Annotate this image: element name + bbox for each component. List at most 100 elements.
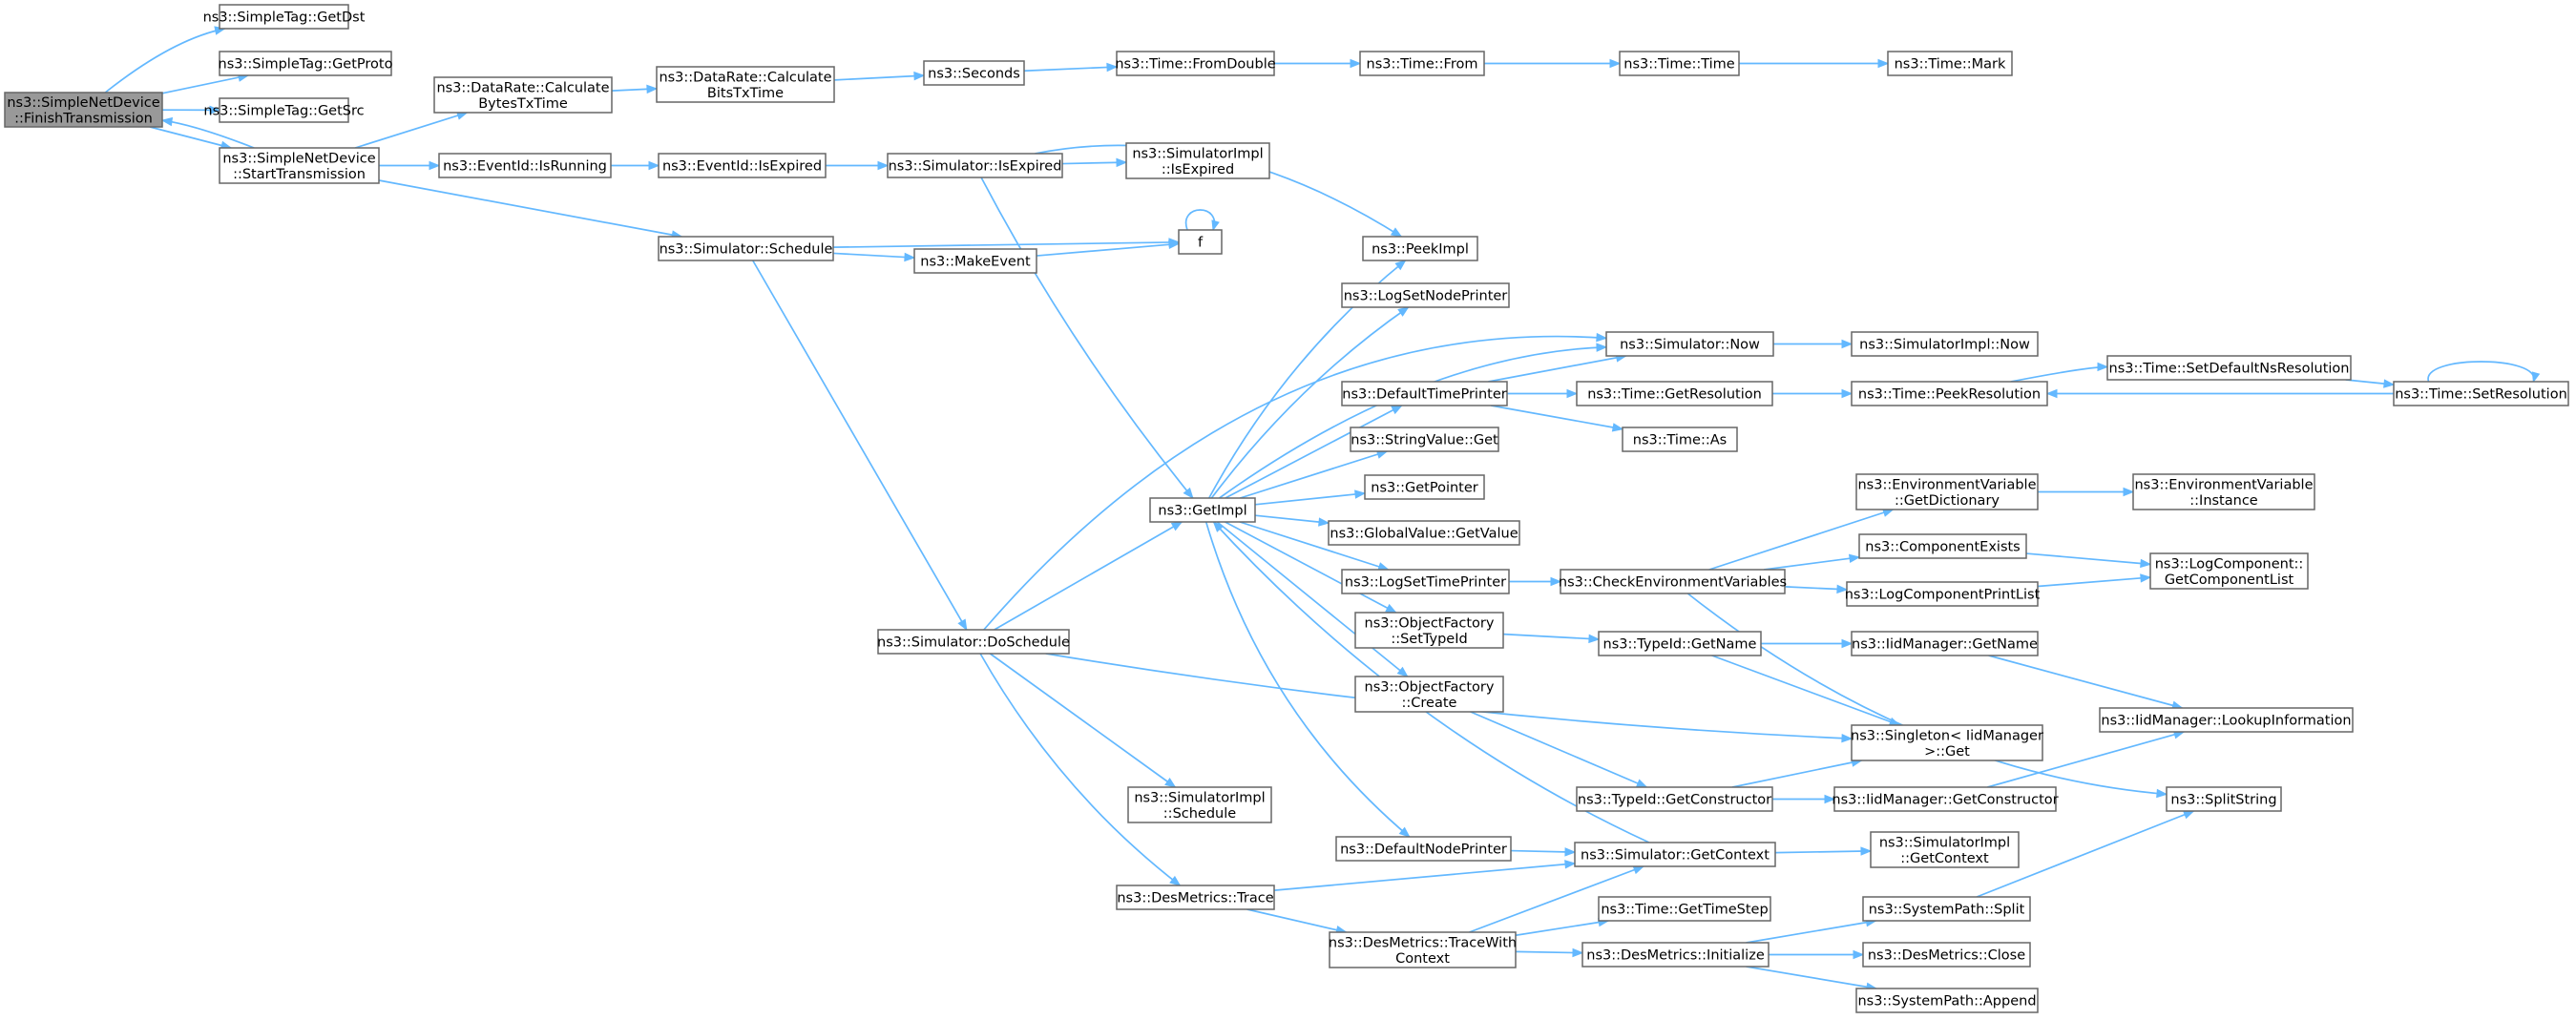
node-deftimeprinter[interactable]: ns3::DefaultTimePrinter [1341, 381, 1508, 406]
edge-getimpl-to-ofcreate [1216, 521, 1409, 677]
arrowhead-logcomplist-to-getcomplist [2140, 573, 2152, 583]
node-box [219, 147, 380, 184]
node-iidgetname[interactable]: ns3::IidManager::GetName [1851, 631, 2039, 656]
node-label: ns3::Time::From [1367, 57, 1478, 73]
node-pathsplit[interactable]: ns3::SystemPath::Split [1862, 896, 2031, 922]
node-simisexpired[interactable]: ns3::Simulator::IsExpired [887, 153, 1063, 178]
node-iidgetctor[interactable]: ns3::IidManager::GetConstructor [1832, 786, 2059, 812]
node-timetime[interactable]: ns3::Time::Time [1619, 51, 1740, 76]
node-label: GetComponentList [2165, 572, 2294, 588]
node-getsrc[interactable]: ns3::SimpleTag::GetSrc [203, 97, 365, 123]
node-box [1887, 51, 2013, 76]
node-stringget[interactable]: ns3::StringValue::Get [1350, 427, 1499, 452]
node-getpointer[interactable]: ns3::GetPointer [1364, 474, 1485, 500]
node-timeas[interactable]: ns3::Time::As [1622, 427, 1738, 452]
node-compexists[interactable]: ns3::ComponentExists [1858, 533, 2027, 559]
node-implschedule[interactable]: ns3::SimulatorImpl::Schedule [1127, 786, 1272, 823]
node-pathappend[interactable]: ns3::SystemPath::Append [1855, 988, 2039, 1013]
node-schedule[interactable]: ns3::Simulator::Schedule [658, 236, 834, 261]
node-box [1116, 885, 1275, 910]
node-setdefns[interactable]: ns3::Time::SetDefaultNsResolution [2106, 355, 2352, 381]
node-defnodeprinter[interactable]: ns3::DefaultNodePrinter [1335, 836, 1512, 862]
node-fromdouble[interactable]: ns3::Time::FromDouble [1115, 51, 1276, 76]
node-box [1851, 631, 2039, 656]
edge-tracewithctx-to-simgetctx [1469, 865, 1644, 933]
node-envinst[interactable]: ns3::EnvironmentVariable::Instance [2132, 473, 2315, 510]
node-checkenv[interactable]: ns3::CheckEnvironmentVariables [1559, 569, 1787, 594]
arrowhead-isrunning-to-eventisexpired [648, 160, 660, 171]
node-box [1576, 381, 1773, 406]
arrowhead-typegetctor-to-iidgetctor [1824, 794, 1836, 804]
node-box [1846, 581, 2039, 607]
node-implnow[interactable]: ns3::SimulatorImpl::Now [1851, 331, 2039, 357]
node-label: ns3::SimpleNetDevice [222, 151, 375, 166]
node-label: ns3::TypeId::GetConstructor [1578, 793, 1771, 808]
edge-schedule-to-dosched [752, 260, 968, 631]
node-label: ns3::GetPointer [1371, 481, 1478, 496]
node-peekimpl[interactable]: ns3::PeekImpl [1362, 236, 1478, 261]
node-implisexpired[interactable]: ns3::SimulatorImpl::IsExpired [1125, 142, 1270, 179]
node-dosched[interactable]: ns3::Simulator::DoSchedule [877, 629, 1070, 655]
arrowhead-getimpl-to-deftimeprinter [1391, 405, 1403, 415]
node-label: ns3::PeekImpl [1372, 242, 1469, 258]
node-label: ns3::SimulatorImpl [1134, 790, 1265, 805]
node-getproto[interactable]: ns3::SimpleTag::GetProto [219, 51, 393, 76]
node-globalget[interactable]: ns3::GlobalValue::GetValue [1328, 520, 1520, 546]
node-isrunning[interactable]: ns3::EventId::IsRunning [438, 153, 612, 178]
node-typegetname[interactable]: ns3::TypeId::GetName [1598, 631, 1762, 656]
node-box [1605, 331, 1774, 357]
arrowhead-dosched-to-getimpl [1170, 521, 1183, 531]
node-logtimeprinter[interactable]: ns3::LogSetTimePrinter [1341, 569, 1510, 594]
node-destrace[interactable]: ns3::DesMetrics::Trace [1116, 885, 1275, 910]
edge-getimpl-to-getpointer [1254, 492, 1366, 506]
node-settypeid[interactable]: ns3::ObjectFactory::SetTypeId [1354, 612, 1504, 649]
edge-getimpl-to-settypeid [1225, 521, 1397, 614]
node-box [1851, 724, 2043, 761]
node-setres[interactable]: ns3::Time::SetResolution [2393, 381, 2569, 406]
node-desinit[interactable]: ns3::DesMetrics::Initialize [1581, 942, 1770, 968]
node-finish[interactable]: ns3::SimpleNetDevice::FinishTransmission [4, 92, 163, 128]
edge-iidgetctor-to-lookup [1987, 731, 2185, 788]
node-seconds[interactable]: ns3::Seconds [923, 60, 1025, 86]
node-box [1116, 51, 1275, 76]
arrowhead-tracewithctx-to-simgetctx [1632, 865, 1645, 875]
node-label: ns3::EventId::IsExpired [662, 159, 822, 175]
node-makeevent[interactable]: ns3::MakeEvent [913, 248, 1037, 274]
node-label: ns3::SystemPath::Split [1869, 903, 2025, 918]
node-simnow[interactable]: ns3::Simulator::Now [1605, 331, 1774, 357]
edge-start-to-schedule [378, 179, 682, 238]
node-singleton[interactable]: ns3::Singleton< IidManager >::Get [1851, 724, 2043, 761]
node-getresolution[interactable]: ns3::Time::GetResolution [1576, 381, 1773, 406]
node-label: ns3::Time::GetResolution [1587, 387, 1762, 403]
node-lognodeprinter[interactable]: ns3::LogSetNodePrinter [1341, 282, 1510, 308]
node-f[interactable]: f [1178, 229, 1223, 255]
arrowhead-getimpl-to-ofcreate [1396, 666, 1409, 677]
node-implgetctx[interactable]: ns3::SimulatorImpl::GetContext [1870, 831, 2020, 868]
arrowhead-simisexpired-to-getimpl [1183, 487, 1194, 500]
node-logcomplist[interactable]: ns3::LogComponentPrintList [1845, 581, 2041, 607]
node-ofcreate[interactable]: ns3::ObjectFactory::Create [1354, 676, 1504, 713]
node-label: ::GetContext [1900, 851, 1989, 866]
node-envdict[interactable]: ns3::EnvironmentVariable::GetDictionary [1855, 473, 2039, 510]
node-desclose[interactable]: ns3::DesMetrics::Close [1862, 942, 2031, 968]
node-mark[interactable]: ns3::Time::Mark [1887, 51, 2013, 76]
node-gettimestep[interactable]: ns3::Time::GetTimeStep [1598, 896, 1771, 922]
node-getdst[interactable]: ns3::SimpleTag::GetDst [203, 4, 366, 30]
node-eventisexpired[interactable]: ns3::EventId::IsExpired [658, 153, 827, 178]
node-label: ns3::Time::GetTimeStep [1601, 903, 1768, 918]
node-getcomplist[interactable]: ns3::LogComponent::GetComponentList [2149, 552, 2309, 590]
node-peekres[interactable]: ns3::Time::PeekResolution [1851, 381, 2048, 406]
node-getimpl[interactable]: ns3::GetImpl [1149, 497, 1256, 523]
node-splitstring[interactable]: ns3::SplitString [2166, 786, 2282, 812]
arrowhead-pathsplit-to-splitstring [2182, 810, 2195, 820]
node-simgetctx[interactable]: ns3::Simulator::GetContext [1574, 842, 1776, 867]
node-start[interactable]: ns3::SimpleNetDevice::StartTransmission [219, 147, 380, 184]
node-lookup[interactable]: ns3::IidManager::LookupInformation [2099, 707, 2354, 733]
node-from[interactable]: ns3::Time::From [1359, 51, 1485, 76]
arrowhead-dosched-to-singleton [1841, 733, 1853, 743]
node-typegetctor[interactable]: ns3::TypeId::GetConstructor [1576, 786, 1773, 812]
edge-dosched-to-destrace [979, 653, 1181, 886]
